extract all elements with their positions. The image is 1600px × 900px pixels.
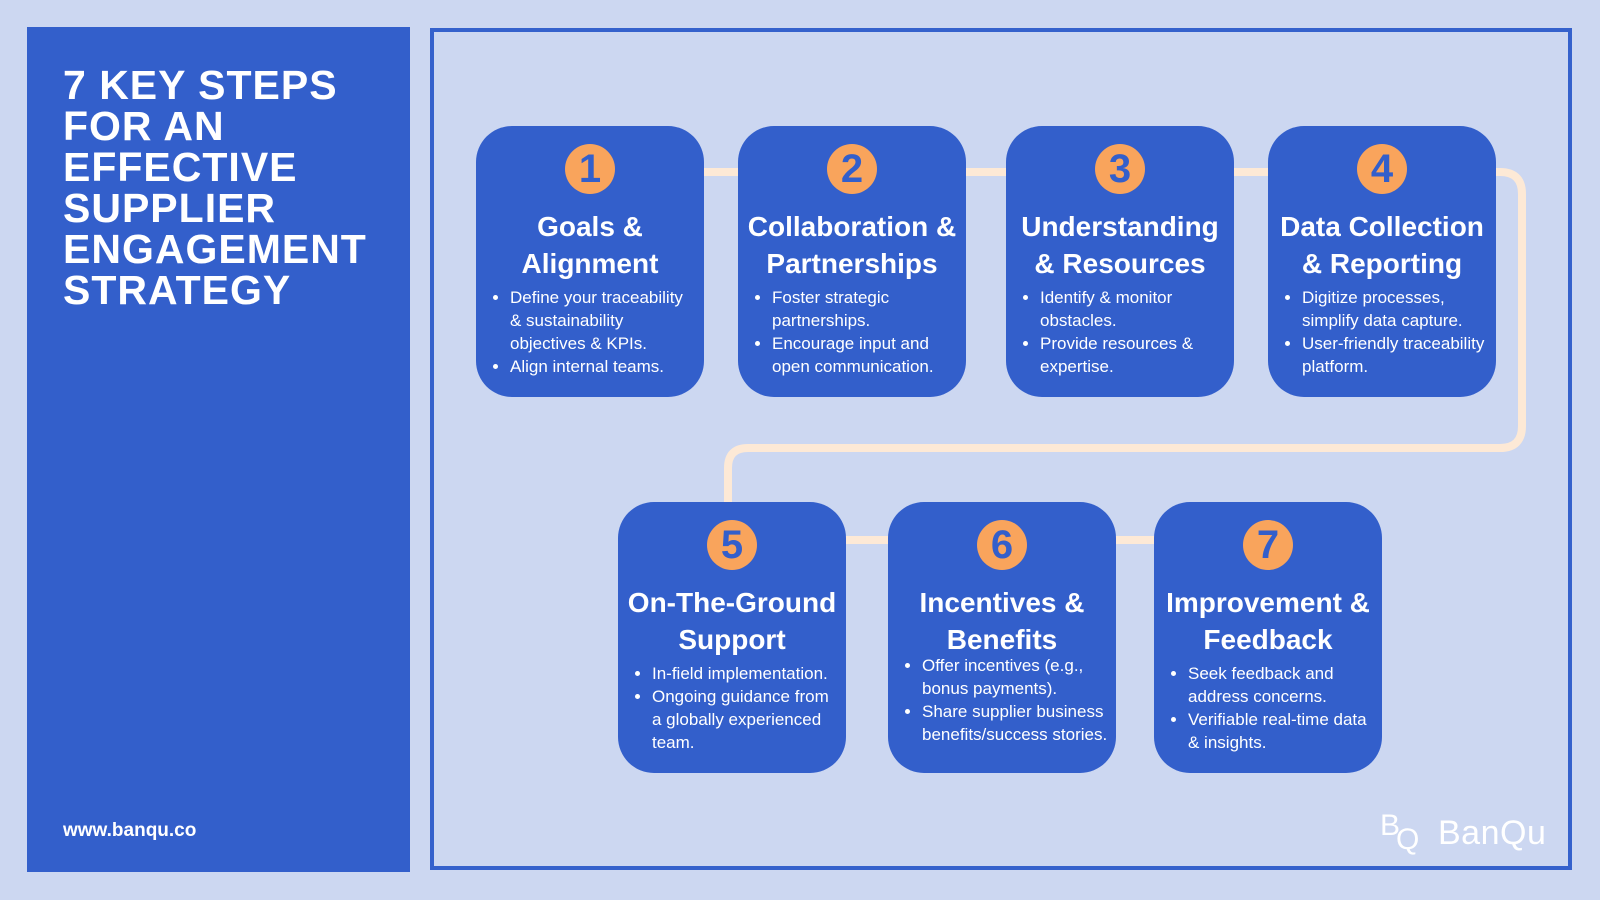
step-number-badge: 4: [1357, 144, 1407, 194]
step-number-badge: 2: [827, 144, 877, 194]
list-item: Foster strategic partnerships.: [772, 286, 960, 332]
list-item: Define your traceability & sustainabilit…: [510, 286, 698, 355]
step-title: Understanding & Resources: [1021, 211, 1219, 279]
list-item: User-friendly traceability platform.: [1302, 332, 1490, 378]
step-title: Data Collection & Reporting: [1280, 211, 1484, 279]
step-number-badge: 6: [977, 520, 1027, 570]
step-bullets: Identify & monitor obstacles. Provide re…: [1018, 286, 1228, 378]
list-item: In-field implementation.: [652, 662, 840, 685]
step-title: On-The-Ground Support: [627, 587, 837, 655]
list-item: Digitize processes, simplify data captur…: [1302, 286, 1490, 332]
step-title: Incentives & Benefits: [919, 587, 1085, 655]
sidebar-panel: 7 KEY STEPS FOR AN EFFECTIVE SUPPLIER EN…: [27, 27, 410, 872]
step-card-5: 5 On-The-Ground Support In-field impleme…: [618, 502, 846, 773]
step-bullets: Foster strategic partnerships. Encourage…: [750, 286, 960, 378]
step-bullets: Digitize processes, simplify data captur…: [1280, 286, 1490, 378]
step-card-2: 2 Collaboration & Partnerships Foster st…: [738, 126, 966, 397]
step-bullets: Seek feedback and address concerns. Veri…: [1166, 662, 1376, 754]
step-title: Collaboration & Partnerships: [747, 211, 957, 279]
list-item: Offer incentives (e.g., bonus payments).: [922, 654, 1110, 700]
list-item: Encourage input and open communication.: [772, 332, 960, 378]
diagram-frame: [430, 28, 1572, 870]
website-url[interactable]: www.banqu.co: [63, 820, 197, 841]
step-number-badge: 1: [565, 144, 615, 194]
step-card-1: 1 Goals & Alignment Define your traceabi…: [476, 126, 704, 397]
step-card-7: 7 Improvement & Feedback Seek feedback a…: [1154, 502, 1382, 773]
list-item: Seek feedback and address concerns.: [1188, 662, 1376, 708]
step-card-3: 3 Understanding & Resources Identify & m…: [1006, 126, 1234, 397]
step-number-badge: 7: [1243, 520, 1293, 570]
step-title: Goals & Alignment: [521, 211, 659, 279]
page-title: 7 KEY STEPS FOR AN EFFECTIVE SUPPLIER EN…: [63, 62, 367, 313]
step-card-4: 4 Data Collection & Reporting Digitize p…: [1268, 126, 1496, 397]
step-number-badge: 3: [1095, 144, 1145, 194]
step-number-badge: 5: [707, 520, 757, 570]
list-item: Identify & monitor obstacles.: [1040, 286, 1228, 332]
step-title: Improvement & Feedback: [1166, 587, 1370, 655]
list-item: Provide resources & expertise.: [1040, 332, 1228, 378]
list-item: Align internal teams.: [510, 355, 698, 378]
logo-wordmark: BanQu: [1438, 813, 1547, 852]
list-item: Ongoing guidance from a globally experie…: [652, 685, 840, 754]
list-item: Share supplier business benefits/success…: [922, 700, 1110, 746]
list-item: Verifiable real-time data & insights.: [1188, 708, 1376, 754]
step-bullets: Define your traceability & sustainabilit…: [488, 286, 698, 378]
step-bullets: Offer incentives (e.g., bonus payments).…: [900, 654, 1110, 746]
step-card-6: 6 Incentives & Benefits Offer incentives…: [888, 502, 1116, 773]
step-bullets: In-field implementation. Ongoing guidanc…: [630, 662, 840, 754]
